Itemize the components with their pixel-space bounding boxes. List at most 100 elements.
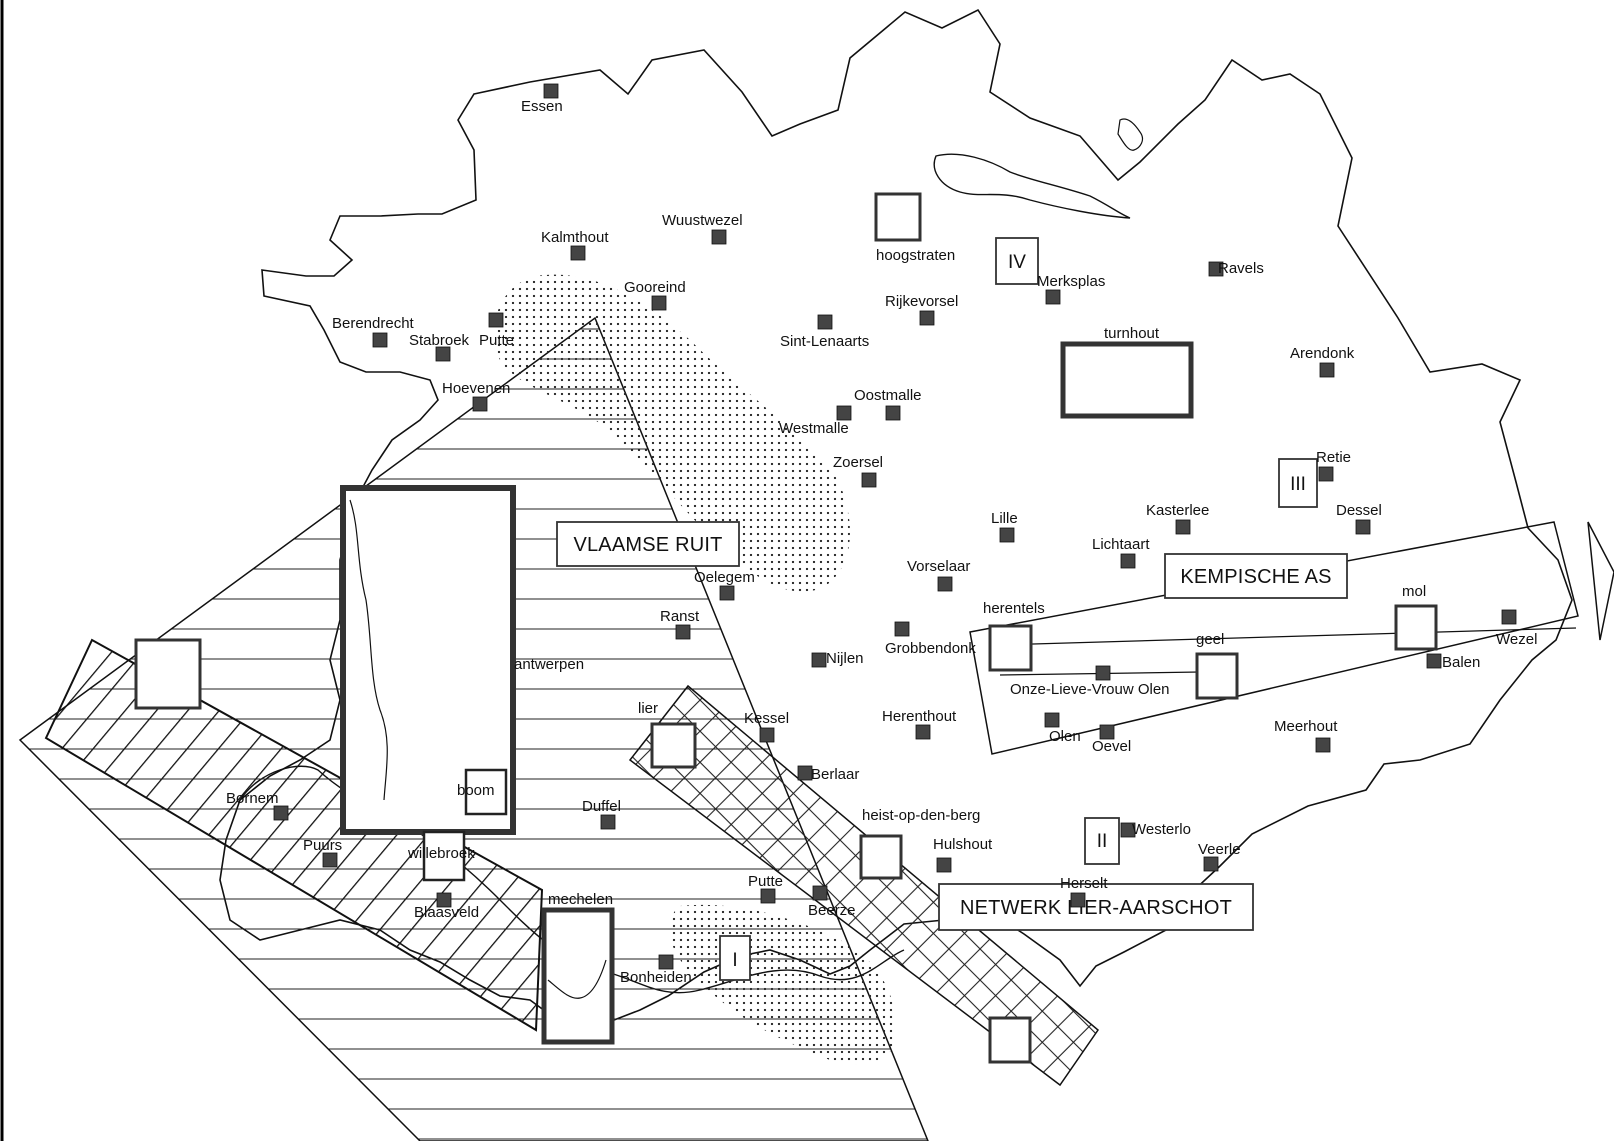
place-label-olv-olen: Onze-Lieve-Vrouw Olen	[1010, 681, 1170, 698]
place-marker	[600, 814, 616, 830]
city-frame-sw	[134, 638, 202, 710]
place-label-putte-north: Putte	[479, 332, 514, 349]
place-label-retie: Retie	[1316, 449, 1351, 466]
city-frame-willebroek	[422, 830, 466, 882]
place-label-rijkevorsel: Rijkevorsel	[885, 293, 958, 310]
river-inside-mechelen	[547, 959, 607, 999]
place-marker	[797, 765, 813, 781]
place-marker	[472, 396, 488, 412]
place-label-hulshout: Hulshout	[933, 836, 993, 853]
city-label-willebroek: willebroek	[407, 845, 475, 862]
kempische-as-axis	[999, 627, 1577, 646]
zone-label-kempische-as: KEMPISCHE AS	[1164, 553, 1348, 599]
city-label-lier: lier	[638, 700, 658, 717]
place-marker	[658, 954, 674, 970]
roman-marker-iii: III	[1278, 458, 1318, 508]
place-marker	[322, 852, 338, 868]
enclave-baarle	[933, 153, 1131, 219]
city-label-boom: boom	[457, 782, 495, 799]
city-frame-lier	[650, 722, 697, 769]
place-label-stabroek: Stabroek	[409, 332, 470, 349]
place-label-blaasveld: Blaasveld	[414, 904, 479, 921]
city-frame-bottom	[988, 1016, 1032, 1064]
place-label-kessel: Kessel	[744, 710, 789, 727]
svg-text:NETWERK LIER-AARSCHOT: NETWERK LIER-AARSCHOT	[960, 897, 1232, 919]
city-frame-hoogstraten	[874, 192, 922, 242]
place-label-sint-lenaarts: Sint-Lenaarts	[780, 333, 869, 350]
city-label-mechelen: mechelen	[548, 891, 613, 908]
place-marker	[651, 295, 667, 311]
place-label-herselt: Herselt	[1060, 875, 1108, 892]
city-frame-mol	[1394, 604, 1438, 651]
islands-fragment	[1117, 118, 1144, 151]
place-marker	[861, 472, 877, 488]
roman-marker-i: I	[719, 935, 751, 981]
place-marker	[760, 888, 776, 904]
place-marker	[1099, 724, 1115, 740]
hatched-zone-southwest	[44, 638, 544, 1032]
river-inside-antwerpen	[349, 499, 388, 801]
place-marker	[711, 229, 727, 245]
place-label-oelegem: Oelegem	[694, 569, 755, 586]
place-marker	[436, 892, 452, 908]
place-label-lichtaart: Lichtaart	[1092, 536, 1150, 553]
place-marker	[812, 885, 828, 901]
place-label-bonheiden: Bonheiden	[620, 969, 692, 986]
place-label-oevel: Oevel	[1092, 738, 1131, 755]
city-frame-mechelen	[541, 907, 615, 1045]
roman-marker-ii: II	[1084, 817, 1120, 865]
city-label-mol: mol	[1402, 583, 1426, 600]
place-marker	[719, 585, 735, 601]
place-label-merksplas: Merksplas	[1037, 273, 1105, 290]
place-label-dessel: Dessel	[1336, 502, 1382, 519]
place-marker	[1175, 519, 1191, 535]
place-marker	[488, 312, 504, 328]
place-marker	[570, 245, 586, 261]
place-marker	[543, 83, 559, 99]
place-label-kasterlee: Kasterlee	[1146, 502, 1209, 519]
place-marker	[1045, 289, 1061, 305]
place-marker	[1070, 892, 1086, 908]
place-marker	[1315, 737, 1331, 753]
city-frame-geel	[1195, 652, 1239, 700]
place-label-meerhout: Meerhout	[1274, 718, 1338, 735]
city-label-hoogstraten: hoogstraten	[876, 247, 955, 264]
place-label-westmalle: Westmalle	[779, 420, 849, 437]
zone-label-netwerk-lier-aarschot: NETWERK LIER-AARSCHOT	[938, 883, 1254, 931]
place-marker	[1095, 665, 1111, 681]
place-marker	[273, 805, 289, 821]
place-marker	[836, 405, 852, 421]
place-marker	[1203, 856, 1219, 872]
place-marker	[894, 621, 910, 637]
place-marker	[999, 527, 1015, 543]
svg-text:IV: IV	[1008, 252, 1026, 273]
place-label-beerze: Beerze	[808, 902, 856, 919]
place-marker	[811, 652, 827, 668]
place-marker	[915, 724, 931, 740]
place-marker	[1355, 519, 1371, 535]
place-marker	[1501, 609, 1517, 625]
place-marker	[919, 310, 935, 326]
place-markers	[273, 83, 1517, 970]
netwerk-lier-aarschot-area	[628, 684, 1100, 1087]
city-frame-herentels	[988, 624, 1033, 672]
place-label-berendrecht: Berendrecht	[332, 315, 415, 332]
place-marker	[435, 346, 451, 362]
place-label-arendonk: Arendonk	[1290, 345, 1355, 362]
place-marker	[937, 576, 953, 592]
city-frame-heist	[859, 834, 903, 880]
place-marker	[1319, 362, 1335, 378]
place-label-ranst: Ranst	[660, 608, 700, 625]
place-label-hoevenen: Hoevenen	[442, 380, 510, 397]
place-label-herenthout: Herenthout	[882, 708, 957, 725]
place-label-wezel: Wezel	[1496, 631, 1537, 648]
place-marker	[885, 405, 901, 421]
city-label-turnhout: turnhout	[1104, 325, 1160, 342]
place-label-nijlen: Nijlen	[826, 650, 864, 667]
place-labels: Essen Kalmthout Wuustwezel Gooreind Bere…	[226, 98, 1537, 986]
city-label-geel: geel	[1196, 631, 1224, 648]
place-label-berlaar: Berlaar	[811, 766, 859, 783]
place-marker	[1120, 553, 1136, 569]
svg-text:III: III	[1290, 474, 1306, 495]
roman-marker-iv: IV	[995, 237, 1039, 285]
